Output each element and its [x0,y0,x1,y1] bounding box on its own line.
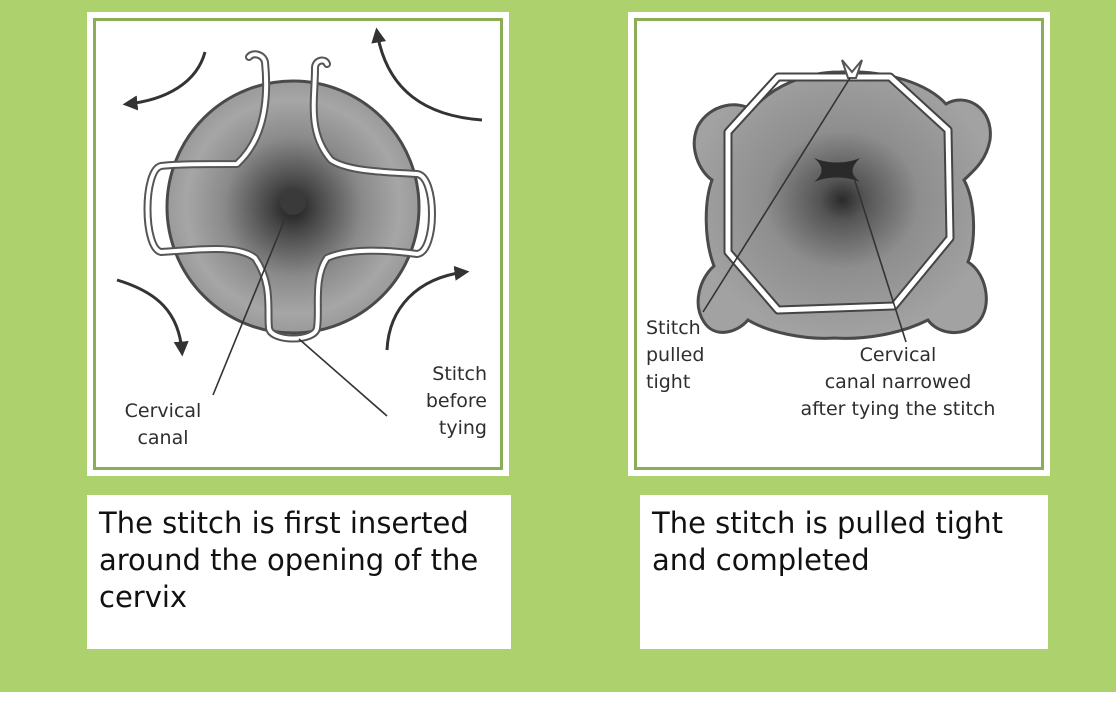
cervical-canal-label: Cervical canal [103,398,223,452]
stitch-pulled-tight-label: Stitch pulled tight [646,315,746,396]
stitch-before-tying-label: Stitch before tying [377,361,487,442]
arrow-bottom-left [117,280,182,352]
caption-stitch-completed: The stitch is pulled tight and completed [640,495,1048,649]
caption-stitch-inserted: The stitch is first inserted around the … [87,495,511,649]
arrow-top-right [377,32,482,120]
cervical-opening [280,189,306,215]
arrow-top-left [127,52,205,104]
stitch-tied-panel: Stitch pulled tight Cervical canal narro… [628,12,1050,476]
narrowed-canal-label: Cervical canal narrowed after tying the … [768,342,1028,423]
arrow-bottom-right [387,272,465,350]
stitch-before-tying-panel: Cervical canal Stitch before tying [87,12,509,476]
stitch-pointer-line [299,339,387,416]
